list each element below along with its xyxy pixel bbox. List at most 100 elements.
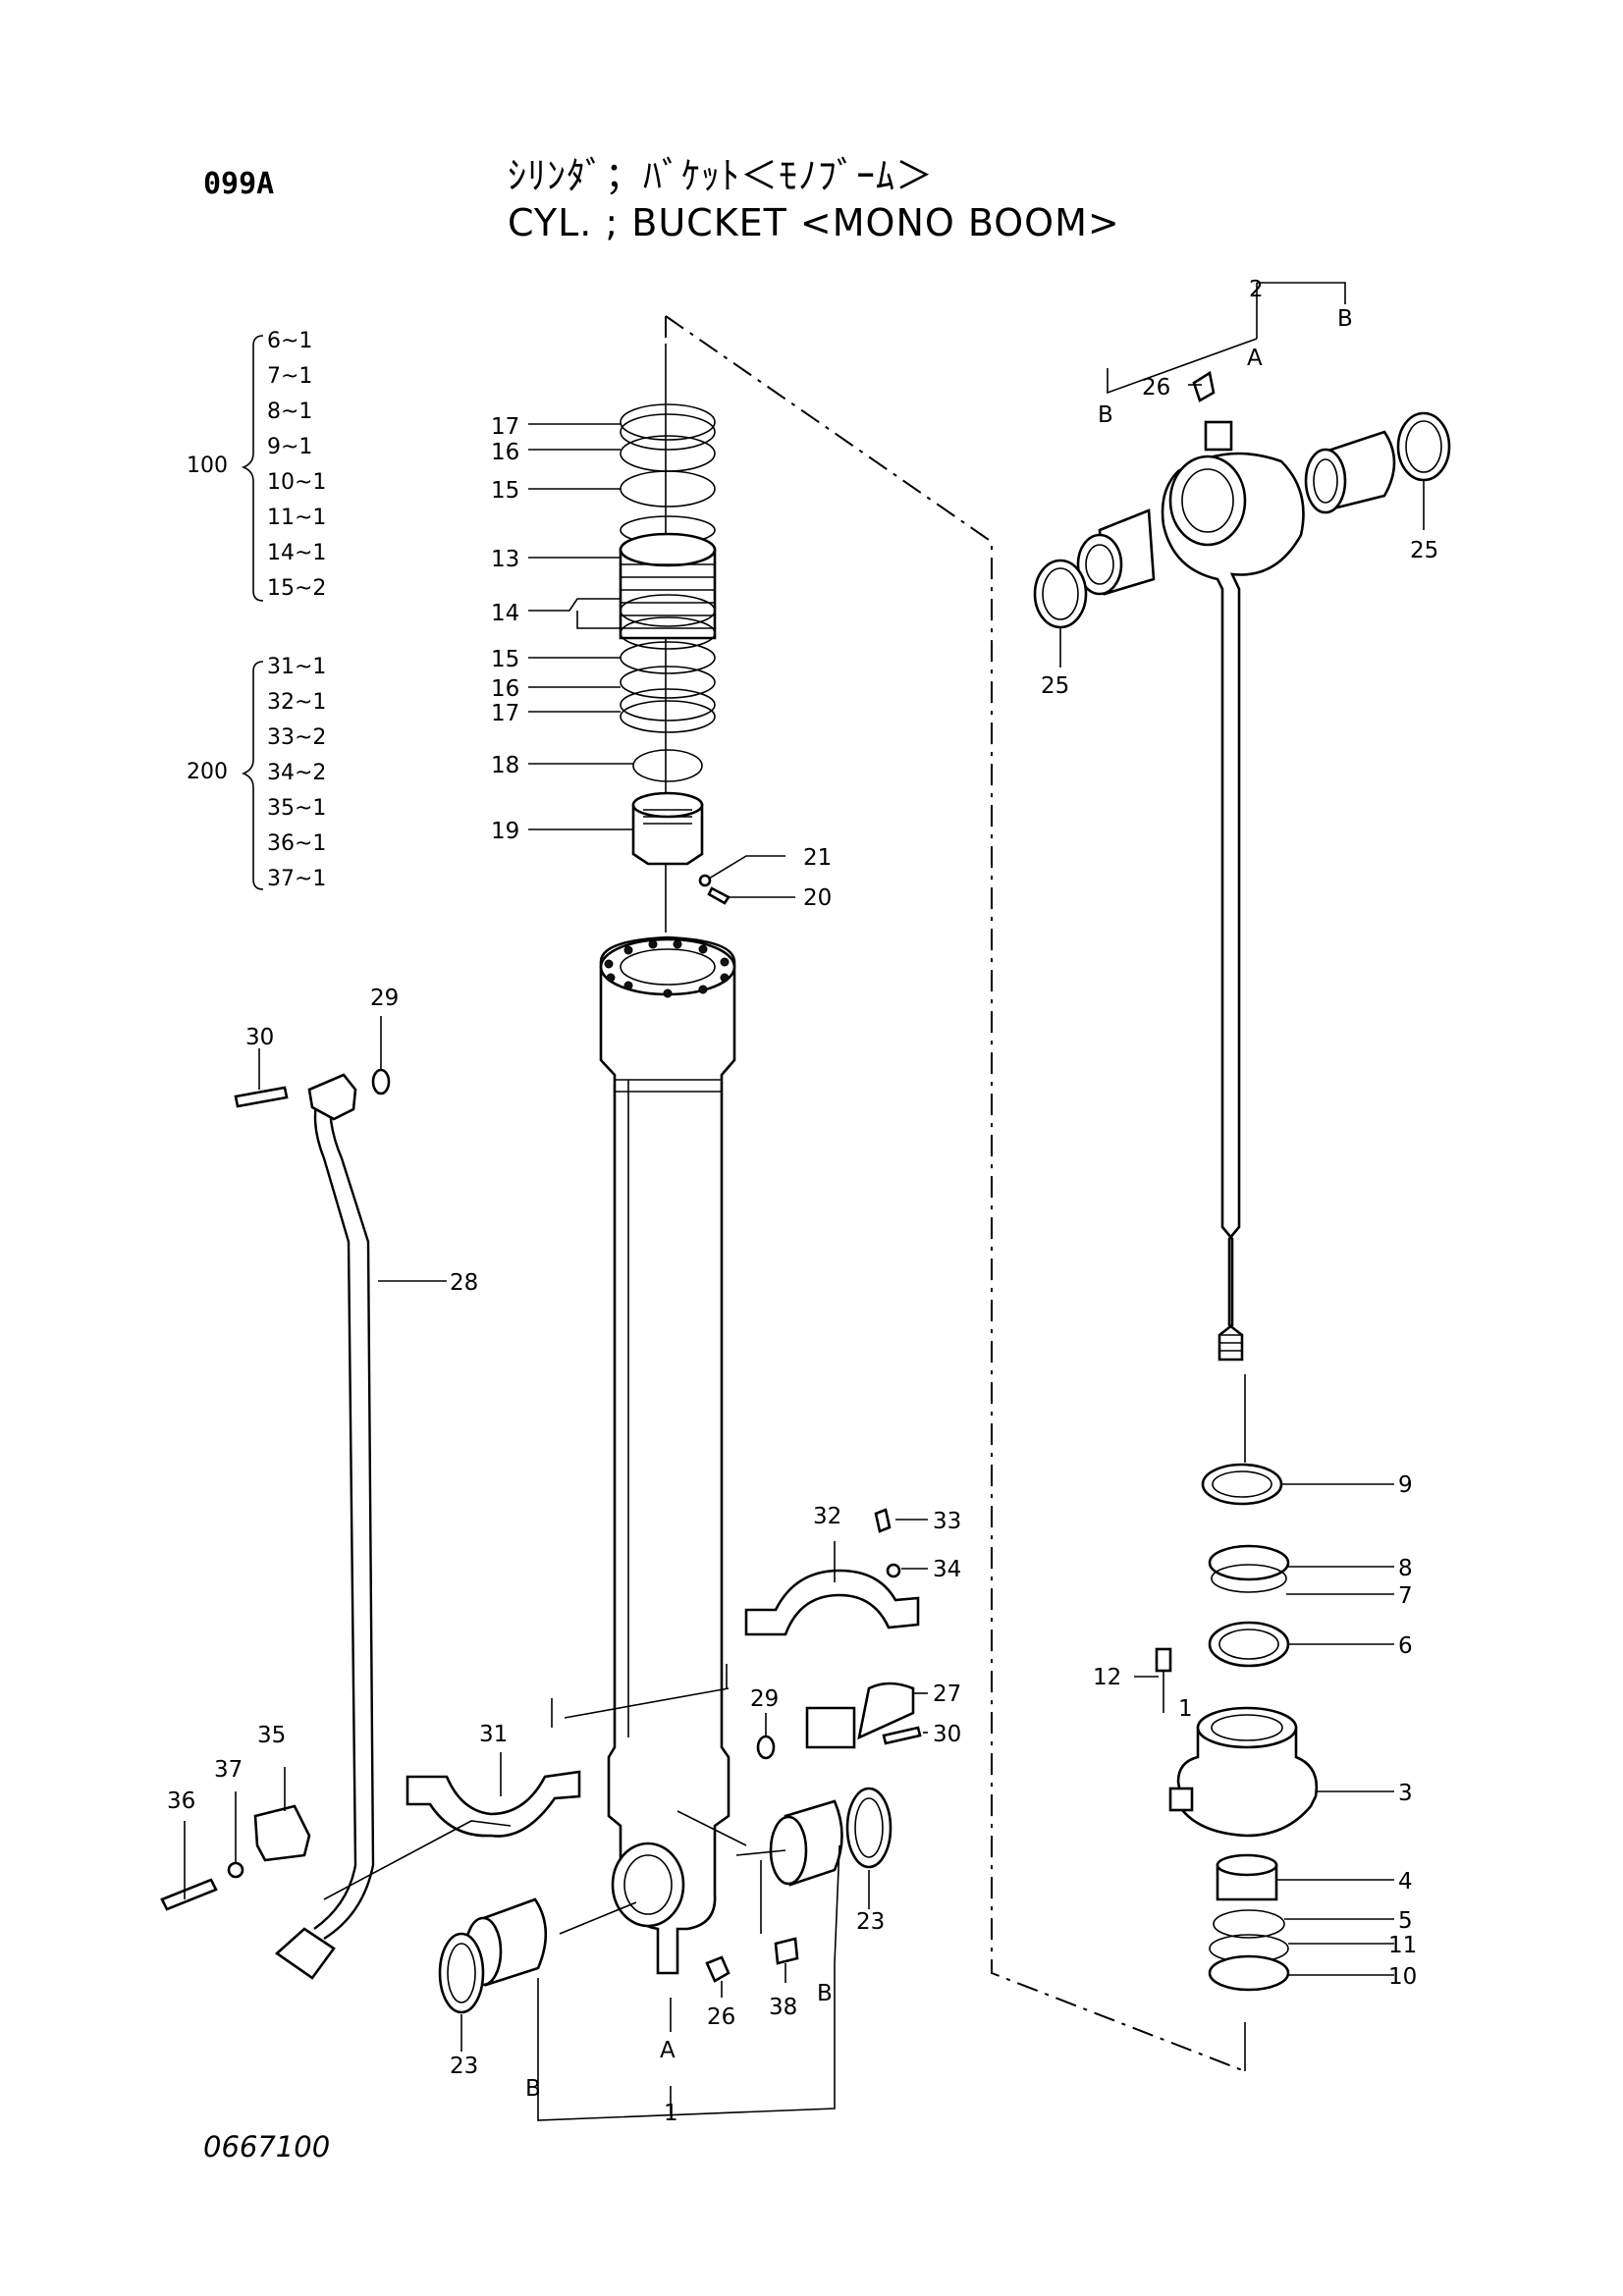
callout-2: 2: [1249, 277, 1264, 302]
ring-9: [1201, 1463, 1283, 1506]
group-item: 35~1: [267, 796, 327, 821]
oring-29: [371, 1068, 391, 1095]
bolt-36: [160, 1878, 218, 1911]
ring-18: [632, 749, 703, 782]
pin-bushing-left: [1076, 508, 1156, 596]
callout-B-top-right: B: [1337, 306, 1353, 332]
group-200-number: 200: [187, 760, 228, 784]
group-item: 9~1: [267, 435, 313, 459]
screw-20: [707, 886, 730, 905]
callout-17b: 17: [491, 701, 519, 726]
callout-1-right: 1: [1178, 1696, 1193, 1722]
callout-38: 38: [769, 1995, 797, 2020]
group-item: 37~1: [267, 867, 327, 891]
callout-15b: 15: [491, 647, 519, 672]
group-item: 32~1: [267, 690, 327, 715]
callout-B-lower-right: B: [817, 1981, 833, 2006]
callout-19: 19: [491, 819, 519, 844]
callout-6: 6: [1398, 1633, 1413, 1659]
callout-3: 3: [1398, 1781, 1413, 1806]
callout-37: 37: [214, 1757, 243, 1783]
group-item: 8~1: [267, 400, 313, 424]
callout-labels: 17 16 15 13 14 15 16 17 18 19 21 20 2 A …: [167, 277, 1438, 2126]
group-100-brace: [241, 335, 264, 602]
callout-23-left: 23: [450, 2054, 478, 2079]
piston-rod: [1161, 420, 1305, 1362]
callout-23-right: 23: [856, 1909, 885, 1935]
callout-16: 16: [491, 440, 519, 465]
group-item: 11~1: [267, 506, 327, 530]
cylinder-tube: [599, 935, 736, 1975]
oring-29b: [756, 1735, 776, 1760]
callout-4: 4: [1398, 1869, 1413, 1895]
washer-34: [886, 1563, 901, 1578]
assembly-dash-line: [665, 315, 1246, 2072]
callout-25-left: 25: [1041, 673, 1069, 699]
callout-5: 5: [1398, 1908, 1413, 1934]
drawing-number: 0667100: [203, 2130, 331, 2163]
ring-8: [1208, 1544, 1290, 1581]
group-100-number: 100: [187, 454, 228, 478]
callout-29b: 29: [750, 1686, 779, 1712]
group-item: 15~2: [267, 576, 327, 601]
callout-A-top: A: [1247, 346, 1263, 371]
callout-26-top: 26: [1142, 375, 1170, 400]
callout-29: 29: [370, 986, 399, 1011]
pipe-28: [234, 1068, 391, 1980]
callout-8: 8: [1398, 1556, 1413, 1581]
piston-3: [1168, 1706, 1319, 1838]
callout-32: 32: [813, 1504, 841, 1529]
bolt-30: [234, 1086, 289, 1108]
seal-23-right: [845, 1787, 893, 1869]
callout-17: 17: [491, 414, 519, 440]
callout-27: 27: [933, 1682, 961, 1707]
plug-38: [774, 1937, 799, 1965]
clamp-32: [744, 1569, 920, 1636]
callout-36: 36: [167, 1789, 195, 1814]
callout-26: 26: [707, 2004, 735, 2030]
ring-10: [1208, 1954, 1290, 1992]
group-200-brace: [241, 661, 264, 890]
callout-1-lower: 1: [664, 2101, 678, 2126]
pin-bushing-right: [1304, 430, 1396, 514]
callout-30: 30: [245, 1025, 274, 1050]
callout-B-lower-left: B: [525, 2076, 541, 2102]
group-item: 10~1: [267, 470, 327, 495]
group-100-list: 6~1 7~1 8~1 9~1 10~1 11~1 14~1 15~2: [267, 324, 326, 607]
flange-block: [805, 1706, 856, 1749]
group-item: 14~1: [267, 541, 327, 565]
callout-35: 35: [257, 1723, 286, 1748]
callout-9: 9: [1398, 1472, 1413, 1498]
group-item: 34~2: [267, 761, 327, 785]
callout-12: 12: [1093, 1665, 1121, 1690]
grease-fitting-26: [705, 1955, 730, 1983]
group-item: 7~1: [267, 364, 313, 389]
callout-15: 15: [491, 478, 519, 504]
cylinder-head-parts: [619, 403, 730, 905]
group-200-list: 31~1 32~1 33~2 34~2 35~1 36~1 37~1: [267, 650, 326, 897]
seal-23-left: [438, 1932, 485, 2014]
callout-21: 21: [803, 845, 832, 871]
callout-A-lower: A: [660, 2038, 676, 2063]
callout-16b: 16: [491, 676, 519, 702]
callout-31: 31: [479, 1722, 508, 1747]
group-item: 36~1: [267, 831, 327, 856]
bolt-33: [874, 1508, 892, 1533]
callout-14: 14: [491, 601, 519, 626]
ball-21: [698, 874, 712, 887]
callout-34: 34: [933, 1557, 961, 1582]
grease-fitting-top: [1192, 370, 1216, 402]
callout-33: 33: [933, 1509, 961, 1534]
title-english: CYL. ; BUCKET <MONO BOOM>: [508, 201, 1120, 244]
callout-28: 28: [450, 1270, 478, 1296]
page-code: 099A: [203, 167, 275, 201]
group-item: 6~1: [267, 329, 313, 353]
leader-lines: [184, 282, 1425, 2121]
title-japanese: ｼﾘﾝﾀﾞ；ﾊﾞｹｯﾄ＜ﾓﾉﾌﾞｰﾑ＞: [508, 154, 935, 197]
bracket-35: [253, 1804, 311, 1862]
ring-5: [1213, 1909, 1285, 1939]
callout-7: 7: [1398, 1583, 1413, 1609]
callout-25-right: 25: [1410, 538, 1438, 563]
callout-18: 18: [491, 753, 519, 778]
